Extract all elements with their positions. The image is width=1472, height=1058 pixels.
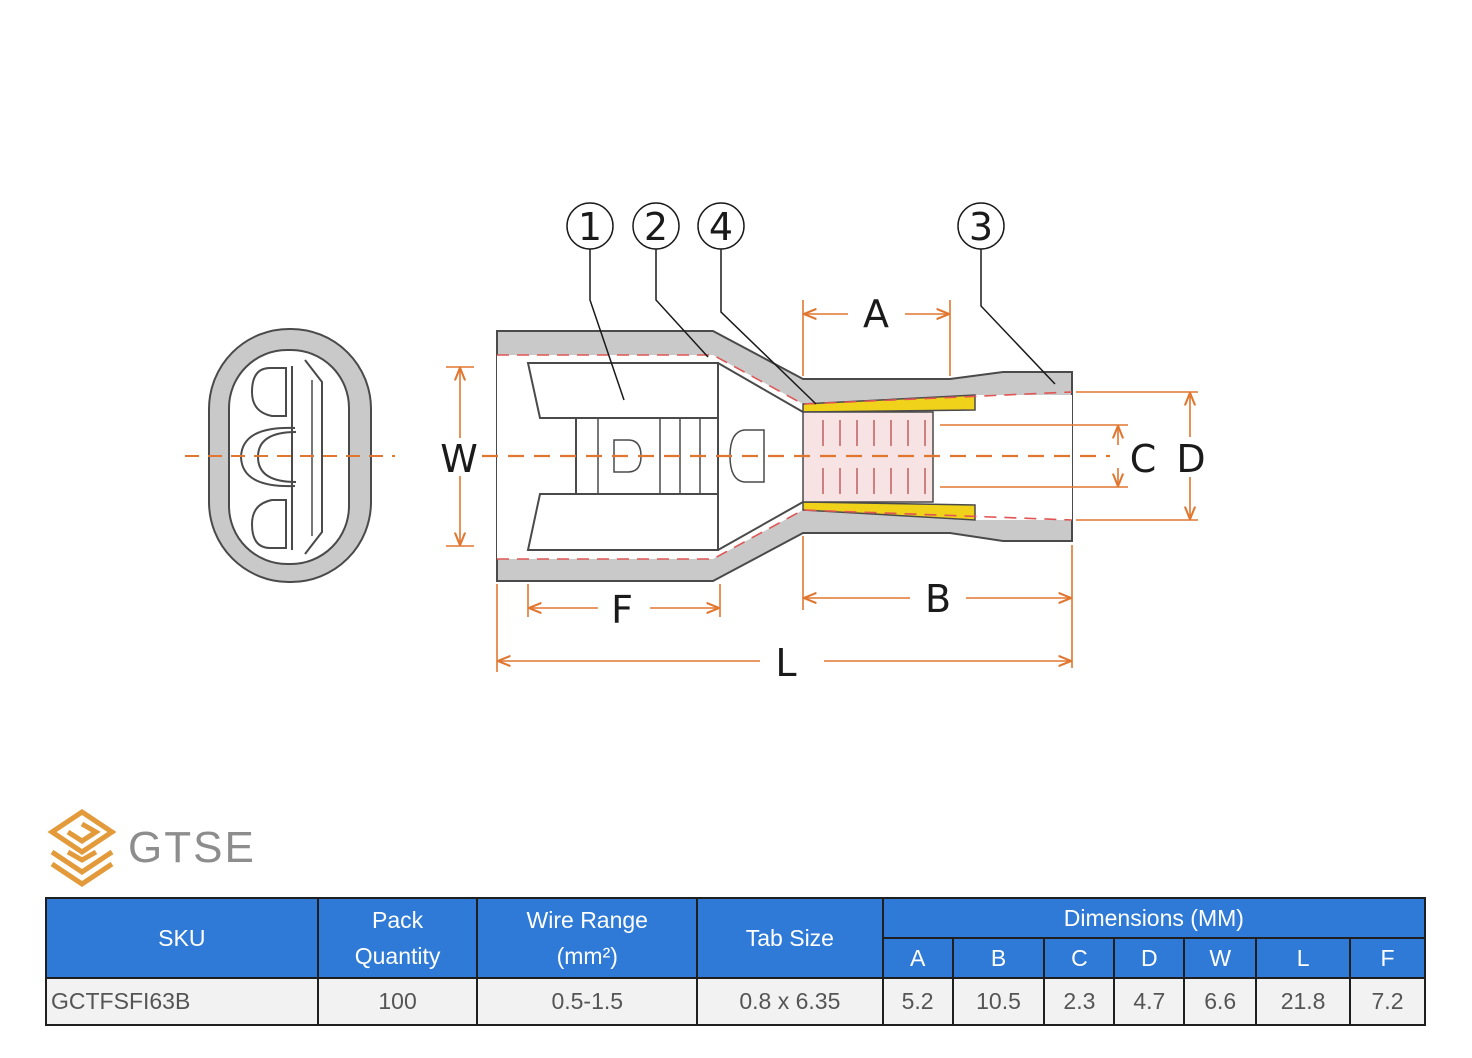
header-sku: SKU xyxy=(45,897,319,979)
cell-dim-c: 2.3 xyxy=(1043,977,1116,1026)
header-wire-range: Wire Range (mm²) xyxy=(476,897,699,979)
cell-dim-f: 7.2 xyxy=(1349,977,1426,1026)
dim-label-f: F xyxy=(611,588,633,632)
dim-label-c: C xyxy=(1130,437,1157,481)
cell-dim-w: 6.6 xyxy=(1183,977,1258,1026)
header-tab-size: Tab Size xyxy=(696,897,884,979)
table-header-row: SKU Pack Quantity Wire Range (mm²) Tab S… xyxy=(45,897,1427,979)
header-dim-d: D xyxy=(1113,937,1186,979)
brand-mark-icon xyxy=(47,808,117,888)
header-dim-w: W xyxy=(1183,937,1258,979)
cell-dim-b: 10.5 xyxy=(951,977,1046,1026)
cell-dim-l: 21.8 xyxy=(1255,977,1352,1026)
cell-wire-range: 0.5-1.5 xyxy=(476,977,699,1026)
table-subheader-row: A B C D W L F xyxy=(46,937,1426,979)
callout-1: 1 xyxy=(578,205,602,249)
callout-2: 2 xyxy=(644,205,668,249)
brand-name: GTSE xyxy=(128,823,256,872)
cell-tab-size: 0.8 x 6.35 xyxy=(696,977,884,1026)
header-dim-a: A xyxy=(881,937,954,979)
terminal-side-view xyxy=(482,330,1110,582)
dim-label-d: D xyxy=(1176,437,1205,481)
spec-table: SKU Pack Quantity Wire Range (mm²) Tab S… xyxy=(45,897,1427,1026)
cell-dim-d: 4.7 xyxy=(1113,977,1186,1026)
callouts: 1 2 4 3 xyxy=(566,202,1056,405)
table-row: GCTFSFI63B 100 0.5-1.5 0.8 x 6.35 5.2 10… xyxy=(45,977,1426,1026)
callout-4: 4 xyxy=(709,205,733,249)
dim-label-l: L xyxy=(775,641,796,685)
header-pack-line1: Pack xyxy=(371,907,424,933)
header-pack-quantity: Pack Quantity xyxy=(316,897,479,979)
header-dim-f: F xyxy=(1349,937,1426,979)
header-wire-line1: Wire Range xyxy=(526,907,648,933)
brand-logo: GTSE xyxy=(46,806,256,890)
dim-label-w: W xyxy=(440,437,478,481)
dim-label-a: A xyxy=(863,292,889,336)
callout-3: 3 xyxy=(969,205,993,249)
cell-pack-quantity: 100 xyxy=(316,977,479,1026)
dimension-lines xyxy=(446,300,1198,672)
header-dim-b: B xyxy=(951,937,1046,979)
terminal-diagram: W A B C D F L 1 2 4 3 xyxy=(185,202,1206,685)
end-view xyxy=(185,328,395,583)
header-wire-line2: (mm²) xyxy=(556,943,618,969)
cell-sku: GCTFSFI63B xyxy=(45,977,319,1026)
header-dim-l: L xyxy=(1255,937,1352,979)
header-dim-c: C xyxy=(1043,937,1116,979)
header-dimensions-group: Dimensions (MM) xyxy=(881,897,1427,939)
header-pack-line2: Quantity xyxy=(354,943,441,969)
cell-dim-a: 5.2 xyxy=(881,977,954,1026)
dim-label-b: B xyxy=(925,577,951,621)
